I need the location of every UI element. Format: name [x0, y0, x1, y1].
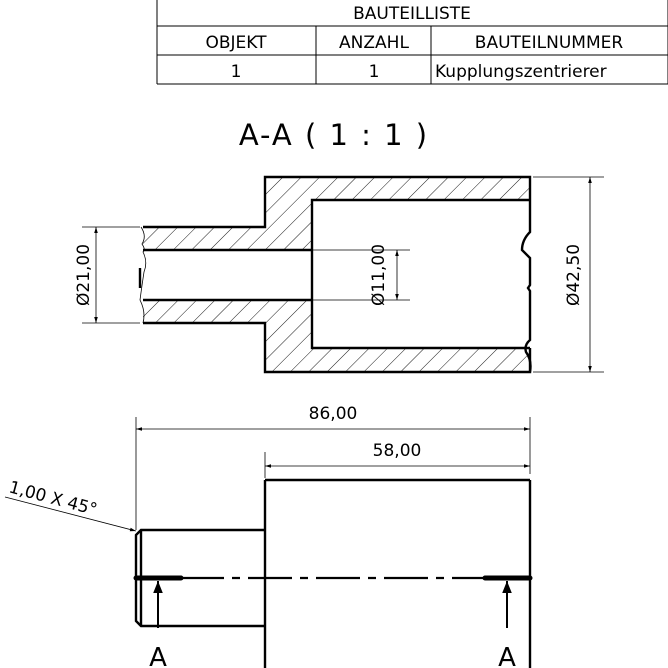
- break-line-right: [520, 200, 532, 373]
- parts-list-table: BAUTEILLISTE OBJEKT ANZAHL BAUTEILNUMMER…: [156, 0, 668, 85]
- parts-list-title: BAUTEILLISTE: [353, 4, 471, 24]
- cell-objekt: 1: [231, 62, 242, 82]
- dimension-flange-length: 58,00: [373, 441, 422, 461]
- section-view-label: A-A ( 1 : 1 ): [239, 118, 429, 152]
- dimension-chamfer: 1,00 X 45°: [7, 478, 100, 521]
- section-marker-right: A: [498, 643, 516, 668]
- chamfer-leader-line: [4, 496, 137, 532]
- hatch-lower: [143, 300, 530, 372]
- dimension-outer-diameter: Ø42,50: [564, 244, 584, 306]
- column-header-anzahl: ANZAHL: [339, 33, 409, 53]
- dimension-bore-diameter: Ø11,00: [369, 244, 389, 306]
- section-view: Ø21,00 Ø11,00 Ø42,50: [74, 175, 604, 374]
- hatch-upper: [143, 177, 530, 250]
- cell-bauteilnummer: Kupplungszentrierer: [435, 62, 607, 82]
- side-view: 86,00 58,00 A A 1,00 X 45°: [4, 404, 533, 668]
- section-marker-left: A: [149, 643, 167, 668]
- cell-anzahl: 1: [369, 62, 380, 82]
- column-header-bauteilnummer: BAUTEILNUMMER: [475, 33, 624, 53]
- column-header-objekt: OBJEKT: [205, 33, 267, 53]
- outline-upper-outer: [143, 175, 532, 229]
- dimension-total-length: 86,00: [309, 404, 358, 424]
- break-line-left: [139, 226, 147, 324]
- table-row: 1 1 Kupplungszentrierer: [231, 62, 607, 82]
- outline-bore-large: [310, 198, 530, 350]
- dimension-shaft-diameter: Ø21,00: [74, 244, 94, 306]
